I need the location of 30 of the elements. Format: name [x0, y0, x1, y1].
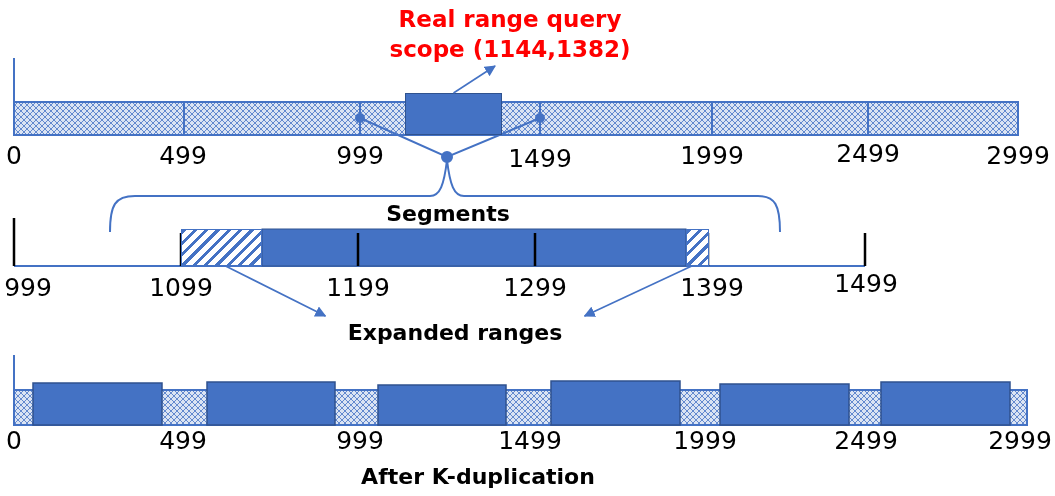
axis-tick-label: 999: [336, 142, 384, 170]
axis-tick-label: 1999: [680, 142, 744, 170]
axis-tick-label: 1199: [326, 274, 390, 302]
axis-tick-label: 2999: [986, 142, 1050, 170]
axis-tick-label: 1999: [673, 427, 737, 455]
axis-tick-label: 1399: [680, 274, 744, 302]
query-scope-block: [405, 93, 502, 135]
axis-tick-label: 2499: [834, 427, 898, 455]
expanded-range-block: [686, 229, 709, 266]
arrow: [452, 65, 496, 94]
axis-tick-label: 1299: [503, 274, 567, 302]
axis-tick-label: 1499: [834, 270, 898, 298]
axis-tick-label: 1499: [498, 427, 562, 455]
arrow: [583, 265, 693, 317]
axis-tick-label: 499: [159, 427, 207, 455]
section-label: Segments: [386, 200, 510, 228]
range-query-caption: Real range query scope (1144,1382): [360, 2, 660, 66]
axis-tick-label: 499: [159, 142, 207, 170]
axis-tick-label: 1499: [508, 145, 572, 173]
section-label: After K-duplication: [361, 463, 595, 491]
axis-tick-label: 999: [336, 427, 384, 455]
arrow: [224, 265, 327, 317]
axis-tick-label: 2999: [988, 427, 1052, 455]
callout-text: Expanded ranges: [335, 316, 575, 350]
axis-tick-label: 1099: [149, 274, 213, 302]
axis-tick-label: 0: [6, 142, 22, 170]
expanded-range-block: [181, 229, 262, 266]
axis-tick-label: 999: [4, 274, 52, 302]
axis-tick-label: 2499: [836, 140, 900, 168]
axis-tick-label: 0: [6, 427, 22, 455]
